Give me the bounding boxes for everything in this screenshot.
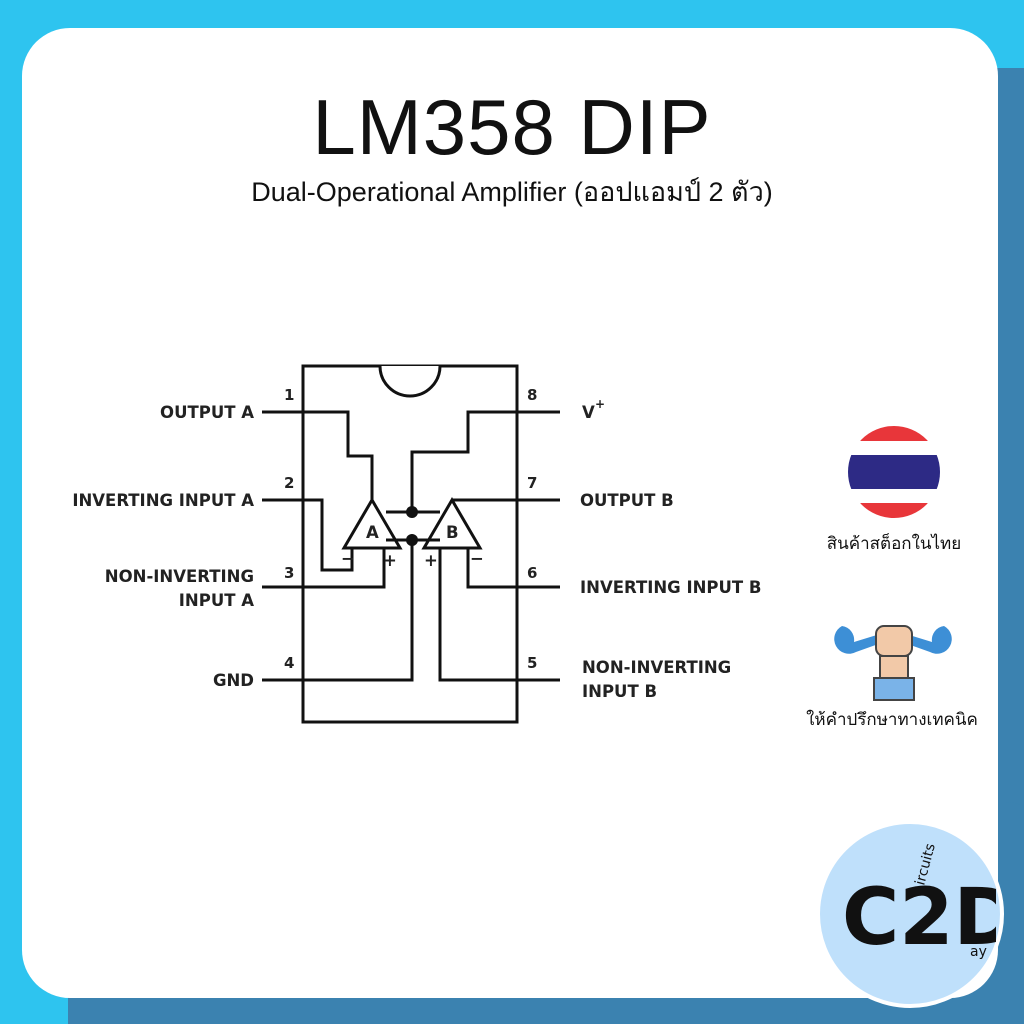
stock-caption: สินค้าสต็อกในไทย [826, 534, 962, 553]
logo-side-text: ay [970, 944, 987, 960]
pin-6-number: 6 [527, 564, 537, 582]
pin-3-number: 3 [284, 564, 294, 582]
thai-flag-icon [848, 426, 940, 518]
pin-1-number: 1 [284, 386, 294, 404]
chip-notch [378, 365, 442, 398]
pin-2-number: 2 [284, 474, 294, 492]
pin-8-label: V [582, 403, 595, 422]
logo-main: C2D [842, 873, 996, 963]
junction-dot-gnd [406, 534, 418, 546]
amp-a-plus: + [383, 551, 397, 570]
pin-5-number: 5 [527, 654, 537, 672]
wire-inv-a [303, 498, 354, 572]
pin-5-label-line1: NON-INVERTING [582, 658, 731, 677]
amp-b-minus: − [470, 549, 484, 568]
circuits-2-day-logo [816, 820, 1004, 1008]
pin-7-label: OUTPUT B [580, 491, 674, 510]
page-subtitle: Dual-Operational Amplifier (ออปแอมป์ 2 ต… [251, 177, 773, 207]
pin-3-label-line2: INPUT A [179, 591, 254, 610]
amp-a-label: A [366, 523, 379, 542]
pin-4-label: GND [213, 671, 254, 690]
pin-7-number: 7 [527, 474, 537, 492]
page-title: LM358 DIP [312, 83, 712, 171]
pin-8-superscript: + [595, 397, 605, 411]
wire-noninv-b [438, 548, 517, 682]
logo-mark: C2D ircuits ay [842, 842, 996, 963]
amp-b-plus: + [424, 551, 438, 570]
wire-gnd [303, 540, 414, 682]
support-caption: ให้คำปรึกษาทางเทคนิค [806, 710, 978, 729]
amp-b-triangle [421, 497, 483, 550]
pin-1-label: OUTPUT A [160, 403, 254, 422]
pin-2-label: INVERTING INPUT A [72, 491, 254, 510]
pin-8-number: 8 [527, 386, 537, 404]
wire-inv-b [466, 548, 517, 589]
product-card [22, 28, 998, 998]
pin-5-label-line2: INPUT B [582, 682, 657, 701]
amp-a-triangle [341, 497, 403, 550]
pin-6-label: INVERTING INPUT B [580, 578, 761, 597]
wire-vplus [410, 410, 517, 512]
junction-dot-vplus [406, 506, 418, 518]
pin-4-number: 4 [284, 654, 294, 672]
pin-3-label-line1: NON-INVERTING [105, 567, 254, 586]
wire-noninv-a [303, 548, 386, 589]
wrench-hand-icon [834, 625, 952, 701]
wire-output-a [303, 410, 374, 500]
amp-b-label: B [446, 523, 459, 542]
amp-a-minus: − [341, 549, 355, 568]
